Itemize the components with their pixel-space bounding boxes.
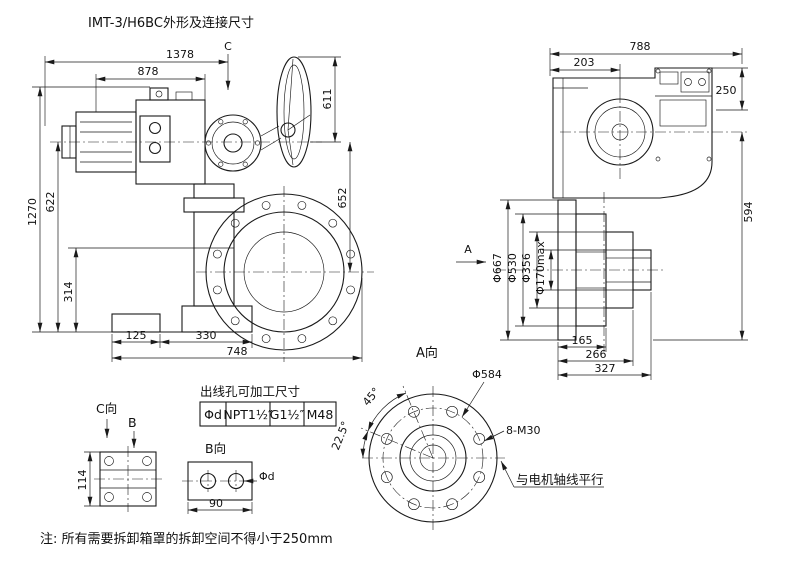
valve-flange-section [557,199,652,341]
dia-667-label: Φ667 [491,253,504,283]
side-view: 788 203 250 594 Φ667 Φ530 Φ356 Φ170max A… [456,40,755,380]
dim-788-label: 788 [630,40,651,53]
dim-327-label: 327 [595,362,616,375]
footer-note: 注: 所有需要拆卸箱罩的拆卸空间不得小于250mm [40,531,333,547]
angle-22-5-label: 22.5° [329,419,352,452]
view-c: C向 B 114 [76,401,162,512]
handwheel [276,56,312,168]
dim-652-label: 652 [336,188,349,209]
dim-266-label: 266 [586,348,607,361]
table-cell-m48: M48 [307,407,334,422]
front-dimensions: 1378 C 878 1270 622 314 611 652 125 330 … [26,40,363,362]
dim-250-label: 250 [716,84,737,97]
bolt-holes [380,405,486,511]
dim-594-label: 594 [742,202,755,223]
dim-1378-label: 1378 [166,48,194,61]
table-cell-g: G1½″ [270,407,305,422]
view-b-label: B向 [205,441,226,456]
view-a-direction-label: A [464,243,472,256]
view-c-label: C向 [96,401,117,416]
table-cell-dia: Φd [204,407,222,422]
support-column [111,183,253,333]
section-c-label: C [224,40,232,53]
drawing-title: IMT-3/H6BC外形及连接尺寸 [88,15,254,31]
dia-170max-label: Φ170max [534,241,547,295]
dim-203-label: 203 [574,56,595,69]
view-b: B向 Φd 90 [182,441,275,514]
dim-611-label: 611 [321,89,334,110]
dim-125-label: 125 [126,329,147,342]
dim-878-label: 878 [138,65,159,78]
main-flange-circle [205,193,363,351]
dim-330-label: 330 [196,329,217,342]
dim-748-label: 748 [227,345,248,358]
terminal-box [655,68,712,162]
dia-530-label: Φ530 [506,253,519,283]
axis-parallel-note: 与电机轴线平行 [516,472,604,487]
dia-356-label: Φ356 [520,253,533,283]
cover-bolts [205,119,261,167]
table-cell-npt: NPT1½″ [223,407,273,422]
flange-bolts [213,201,355,343]
side-housing [552,67,713,199]
table-title: 出线孔可加工尺寸 [200,384,300,399]
dim-314-label: 314 [62,282,75,303]
dim-90-label: 90 [209,497,223,510]
dim-1270-label: 1270 [26,198,39,226]
gearbox [135,87,282,185]
outlet-hole-table: 出线孔可加工尺寸 Φd NPT1½″ G1½″ M48 [199,384,337,427]
dim-114-label: 114 [76,470,89,491]
view-b-direction-label: B [128,415,137,430]
view-a-label: A向 [416,345,438,361]
dia-d-label: Φd [259,470,275,483]
side-dimensions: 788 203 250 594 Φ667 Φ530 Φ356 Φ170max A… [456,40,755,380]
dim-165-label: 165 [572,334,593,347]
view-a: A向 45° 22.5° Φ584 8-M30 与电机轴线平行 [329,345,604,530]
dia-584-label: Φ584 [472,368,502,381]
angle-45-label: 45° [360,385,382,408]
front-view: 1378 C 878 1270 622 314 611 652 125 330 … [26,40,374,362]
dim-622-label: 622 [44,192,57,213]
bolt-spec-label: 8-M30 [506,424,540,437]
